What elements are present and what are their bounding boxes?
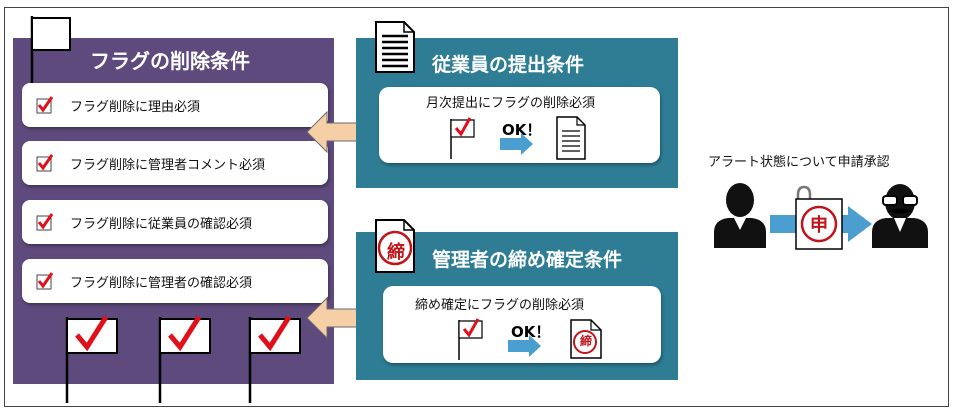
ok-text: OK！	[511, 323, 551, 341]
checkbox-checked-icon	[36, 213, 54, 231]
employee-condition-text: 月次提出にフラグの削除必須	[426, 96, 596, 111]
checked-flag-icon	[65, 315, 118, 403]
manager-conditions-title: 管理者の締め確定条件	[432, 249, 623, 271]
manager-person-icon	[872, 184, 928, 248]
employee-condition-card: 月次提出にフラグの削除必須	[379, 87, 660, 163]
stamp-char: 申	[810, 215, 828, 236]
checkbox-checked-icon	[36, 154, 54, 172]
condition-item: フラグ削除に管理者コメント必須	[22, 141, 328, 185]
checked-flag-icon	[450, 117, 475, 159]
stamp-char: 締	[579, 334, 592, 348]
condition-label: フラグ削除に管理者コメント必須	[70, 158, 266, 173]
condition-item: フラグ削除に理由必須	[22, 83, 328, 127]
checked-flag-icon	[458, 318, 483, 360]
document-icon	[375, 21, 415, 73]
ok-text: OK！	[502, 121, 542, 139]
employee-conditions-title: 従業員の提出条件	[432, 54, 585, 76]
checked-flag-icon	[248, 315, 301, 403]
manager-condition-card: 締め確定にフラグの削除必須	[383, 286, 661, 363]
checkbox-checked-icon	[36, 96, 54, 114]
application-stamp-icon	[795, 185, 843, 250]
condition-label: フラグ削除に管理者の確認必須	[70, 276, 253, 291]
checkbox-checked-icon	[36, 272, 54, 290]
condition-label: フラグ削除に理由必須	[70, 100, 201, 115]
document-stamp-icon	[375, 219, 415, 273]
checked-flag-icon	[158, 315, 211, 403]
diagram-frame	[4, 7, 949, 407]
manager-condition-text: 締め確定にフラグの削除必須	[415, 298, 585, 313]
document-icon	[556, 116, 586, 160]
condition-item: フラグ削除に従業員の確認必須	[22, 200, 328, 244]
document-stamp-icon	[570, 319, 602, 359]
condition-item: フラグ削除に管理者の確認必須	[22, 259, 328, 303]
employee-person-icon	[714, 183, 766, 248]
alert-approval-title: アラート状態について申請承認	[708, 155, 890, 170]
condition-label: フラグ削除に従業員の確認必須	[70, 217, 253, 232]
white-flag-icon	[30, 16, 71, 90]
right-arrow-icon	[508, 335, 541, 357]
stamp-char: 締	[387, 242, 405, 263]
flag-conditions-title: フラグの削除条件	[90, 49, 250, 73]
right-arrow-icon	[500, 133, 533, 155]
